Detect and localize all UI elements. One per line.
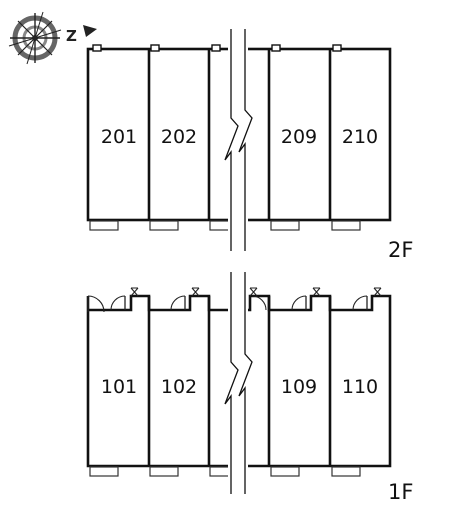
balcony — [270, 466, 300, 477]
room-label: 109 — [281, 376, 317, 398]
window-notch — [150, 44, 160, 52]
window-notch — [271, 44, 281, 52]
entrance-door-icon — [291, 287, 321, 311]
room-label: 209 — [281, 126, 317, 148]
entrance-door-icon — [352, 287, 382, 311]
balcony — [270, 220, 300, 231]
balcony — [89, 466, 119, 477]
compass-label: Z — [66, 27, 77, 45]
room-label: 110 — [342, 376, 378, 398]
entrance-door-icon — [110, 287, 139, 311]
omission-break-line — [224, 29, 239, 251]
entrance-door-icon — [170, 287, 200, 311]
floor-outline — [86, 294, 392, 468]
room-label: 201 — [101, 126, 137, 148]
entrance-door-icon — [249, 287, 267, 311]
compass: Z — [8, 11, 97, 65]
room-label: 210 — [342, 126, 378, 148]
floor-label: 1F — [388, 480, 413, 504]
window-notch — [332, 44, 342, 52]
north-arrow-compass-icon — [8, 11, 97, 65]
room-label: 102 — [161, 376, 197, 398]
room-label: 202 — [161, 126, 197, 148]
balcony — [331, 466, 361, 477]
balcony — [331, 220, 361, 231]
balcony — [149, 220, 179, 231]
floor-2f: 201 202 209 210 2F — [86, 29, 413, 262]
omission-break-line — [238, 29, 253, 251]
entrance-door-icon — [87, 295, 105, 313]
window-notch — [92, 44, 102, 52]
balcony — [89, 220, 119, 231]
omission-break-line — [224, 272, 239, 494]
balcony — [149, 466, 179, 477]
room-label: 101 — [101, 376, 137, 398]
window-notch — [211, 44, 221, 52]
floor-label: 2F — [388, 238, 413, 262]
omission-gap — [228, 29, 248, 251]
omission-gap — [228, 272, 248, 494]
floor-1f: 101 102 109 110 1F — [86, 272, 413, 504]
omission-break-line — [238, 272, 253, 494]
